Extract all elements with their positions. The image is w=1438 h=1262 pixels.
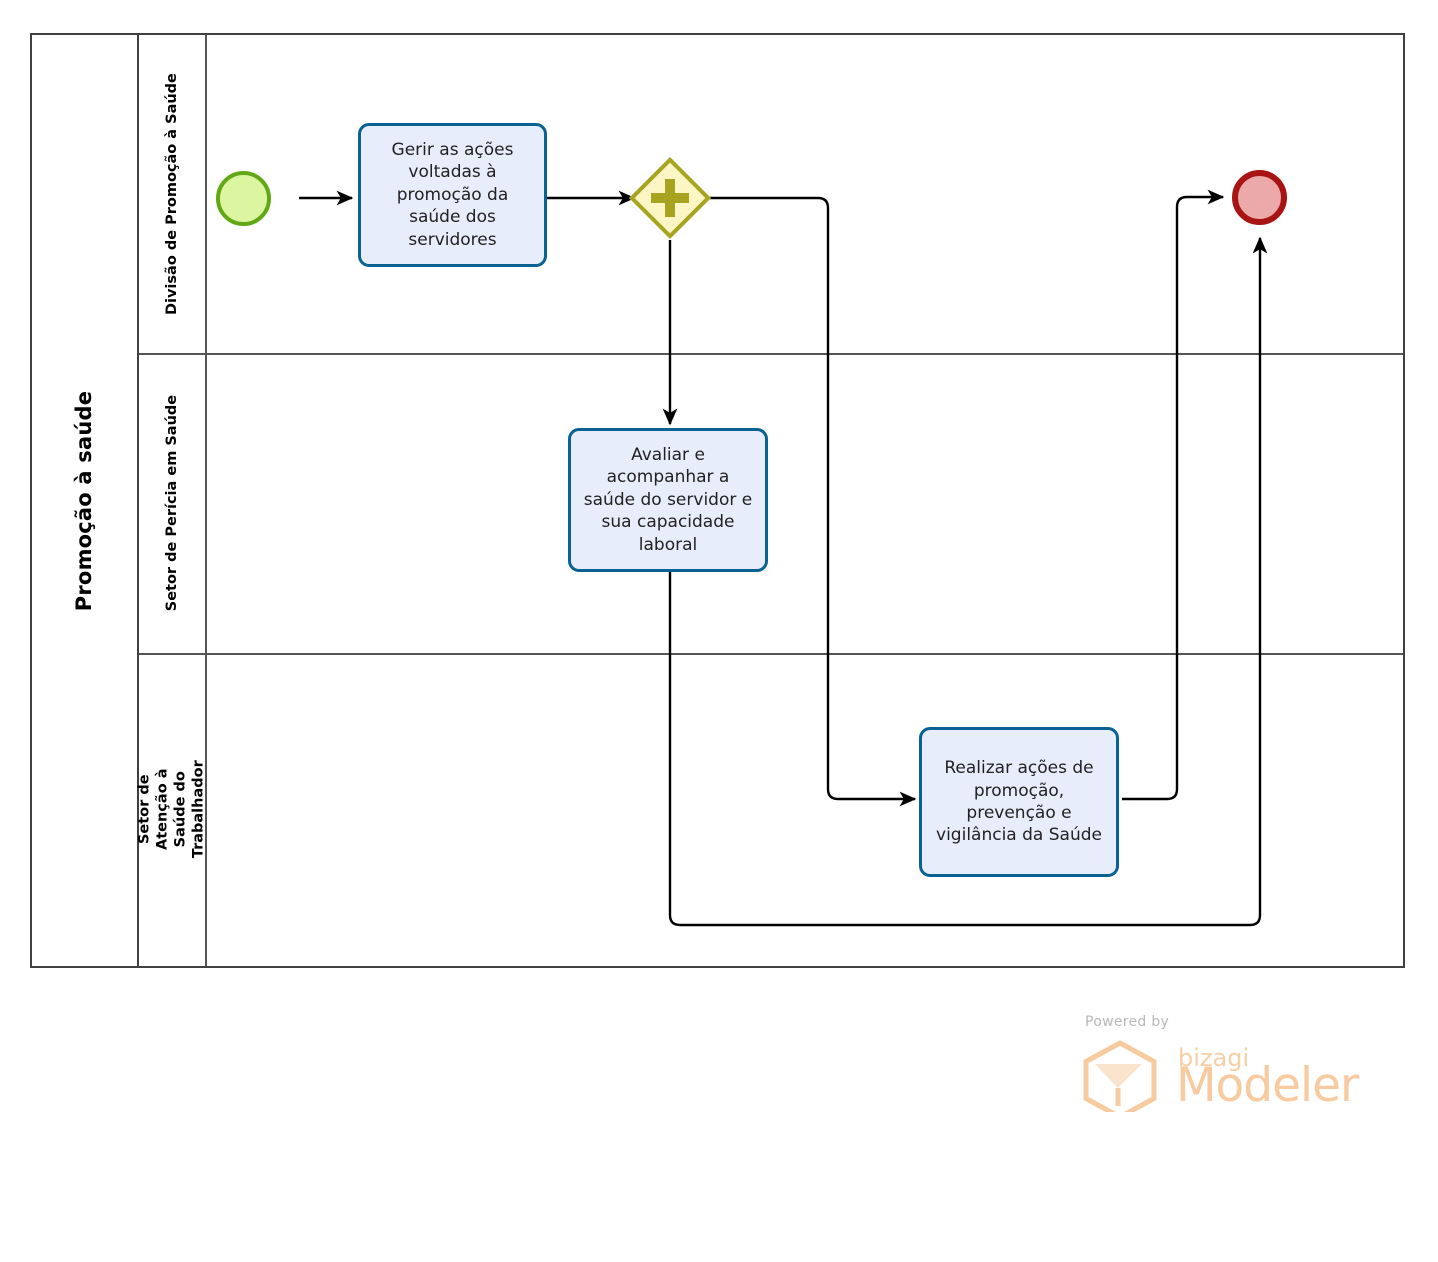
bizagi-mark-icon (1080, 1040, 1160, 1120)
modeler-wordmark: Modeler (1176, 1058, 1359, 1113)
lane-label-divisao: Divisão de Promoção à Saúde (163, 73, 180, 315)
lane-label-atencao: Setor de Atenção à Saúde do Trabalhador (136, 760, 208, 859)
task-avaliar-e-acompanhar[interactable]: Avaliar e acompanhar a saúde do servidor… (568, 428, 768, 572)
lane-separator-2 (139, 653, 1403, 655)
task-3-label: Realizar ações de promoção, prevenção e … (936, 758, 1102, 846)
lane-header-setor-de-atencao-a-saude-do-trabalhador: Setor de Atenção à Saúde do Trabalhador (136, 653, 208, 966)
start-event[interactable] (216, 171, 271, 226)
bizagi-logo: Powered by bizagi Modeler (1080, 1014, 1359, 1120)
powered-by-label: Powered by (1085, 1014, 1170, 1030)
task-realizar-acoes[interactable]: Realizar ações de promoção, prevenção e … (919, 727, 1119, 877)
bizagi-wordmark: bizagi (1178, 1044, 1250, 1072)
lane-header-setor-de-pericia-em-saude: Setor de Perícia em Saúde (139, 353, 207, 653)
lane-label-pericia: Setor de Perícia em Saúde (163, 394, 180, 612)
task-gerir-as-acoes[interactable]: Gerir as ações voltadas à promoção da sa… (358, 123, 547, 267)
lane-separator-1 (139, 353, 1403, 355)
pool-title: Promoção à saúde (72, 390, 97, 611)
lane-header-divisao-de-promocao-a-saude: Divisão de Promoção à Saúde (139, 35, 207, 353)
task-2-label: Avaliar e acompanhar a saúde do servidor… (583, 444, 753, 555)
end-event[interactable] (1232, 170, 1287, 225)
task-1-label: Gerir as ações voltadas à promoção da sa… (391, 139, 514, 250)
pool-header: Promoção à saúde (32, 35, 139, 966)
